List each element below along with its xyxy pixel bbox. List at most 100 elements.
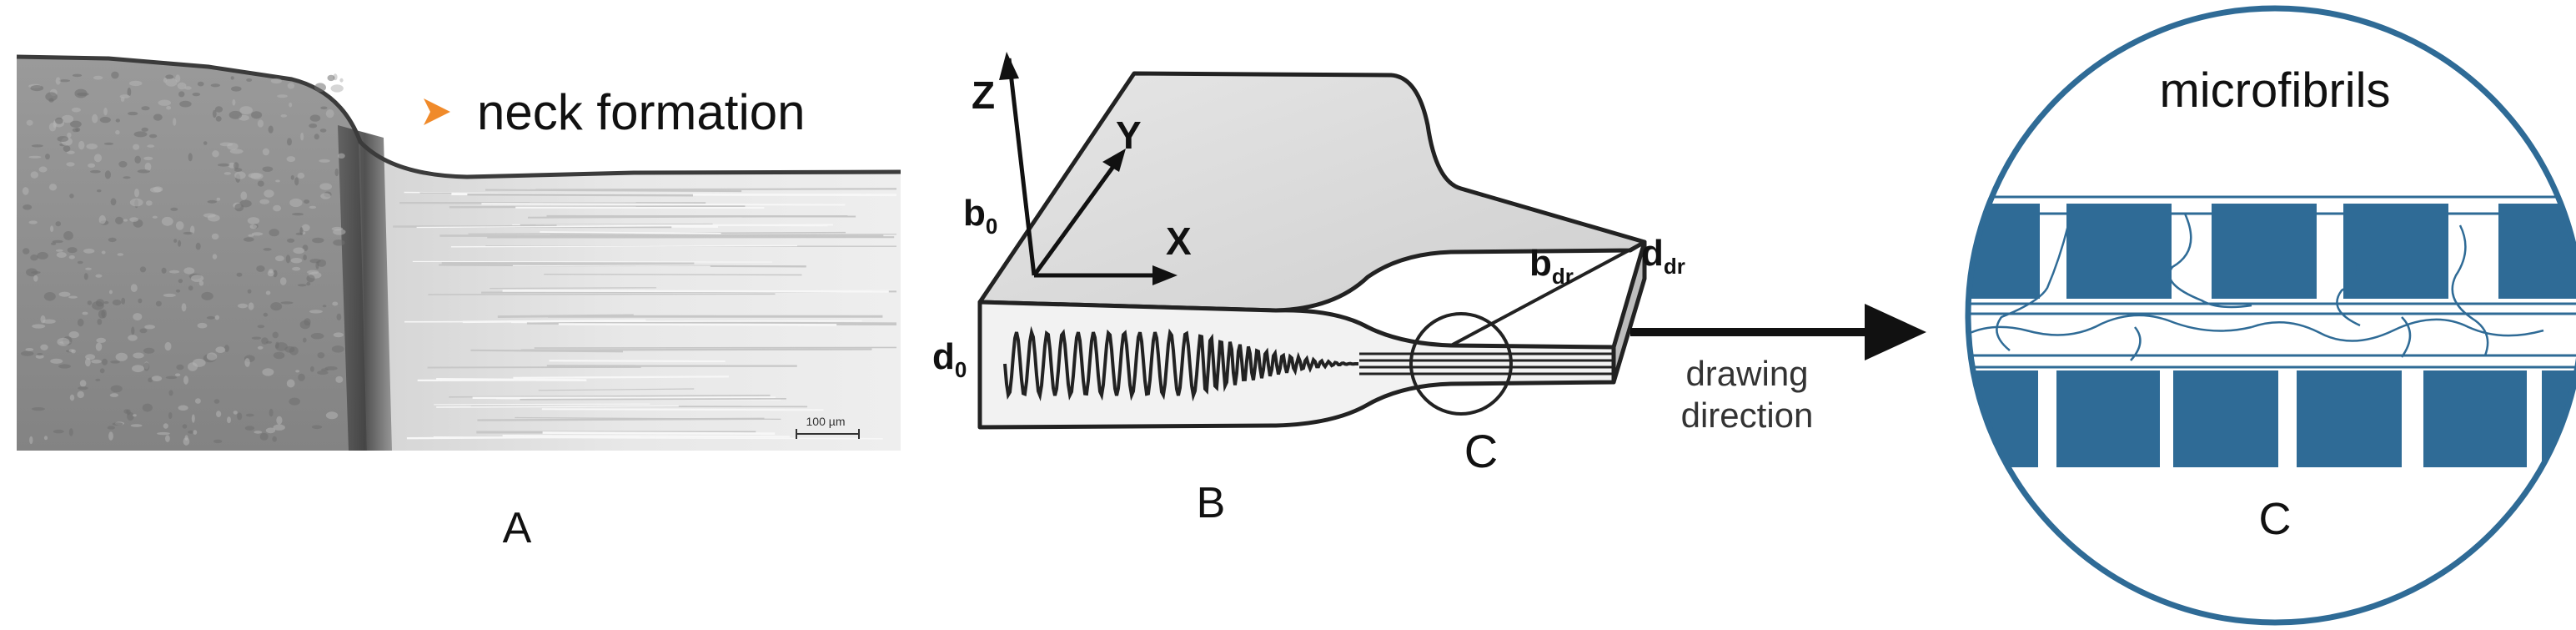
texture-speck [133,414,137,417]
texture-speck [203,141,208,145]
texture-speck [257,119,264,128]
specimen-top-edge [1450,240,1645,347]
texture-speck [96,337,106,343]
texture-speck [188,153,193,162]
texture-speck [107,426,115,430]
texture-speck [212,254,218,260]
texture-speck [191,414,195,423]
texture-speck [132,365,144,373]
neck-boundary [338,125,392,451]
texture-speck [264,189,274,198]
texture-speck [273,270,278,278]
drawn-thickness-label: ddr [1641,233,1685,279]
texture-speck [236,272,243,277]
texture-speck [32,324,46,329]
texture-speck [95,299,105,307]
texture-speck [22,187,29,195]
texture-speck [178,279,183,284]
texture-speck [56,252,67,258]
texture-speck [309,205,317,209]
texture-speck [104,170,111,179]
fiber-streak [412,260,772,263]
fiber-streak [416,225,677,229]
drawing-direction-arrow: drawing direction [1630,304,1926,435]
fiber-streak [450,244,798,248]
texture-speck [115,352,128,361]
texture-speck [119,94,130,98]
texture-speck [246,78,253,82]
texture-speck [151,375,163,381]
texture-speck [188,362,198,371]
fiber-streak [406,436,640,440]
texture-speck [50,358,63,364]
fiber-streak [449,394,771,398]
texture-speck [303,337,307,343]
texture-speck [177,82,187,90]
texture-speck [141,106,150,111]
texture-speck [309,259,321,264]
texture-speck [164,341,172,351]
texture-speck [212,109,217,118]
texture-speck [295,370,300,373]
fibril-guide-lines [1968,195,2576,369]
texture-speck [289,397,301,406]
texture-speck [97,189,102,193]
texture-speck [251,336,262,340]
texture-speck [286,156,296,163]
texture-speck [69,194,74,199]
texture-speck [339,78,344,83]
fiber-streak [538,388,695,391]
texture-speck [215,116,222,122]
texture-speck [121,297,126,305]
texture-speck [118,161,128,168]
fiber-streak [467,193,694,197]
initial-width-label: b0 [963,193,997,239]
texture-speck [155,300,162,307]
texture-speck [55,221,62,227]
fiber-streak [485,189,742,193]
fiber-streak [534,346,897,349]
texture-speck [214,106,223,113]
texture-speck [286,379,295,388]
texture-speck [145,200,153,206]
drawn-width-label: bdr [1529,243,1574,289]
texture-speck [86,144,98,149]
texture-speck [210,83,220,88]
panel-c-label: C [2259,494,2292,544]
texture-speck [109,393,118,397]
texture-speck [244,358,250,367]
texture-speck [163,423,168,429]
texture-speck [239,106,254,115]
texture-speck [179,100,192,108]
arrow-head-icon [1865,304,1926,360]
microfibrils-label: microfibrils [2159,63,2390,118]
texture-speck [67,150,75,154]
texture-speck [130,284,138,292]
texture-speck [108,431,113,441]
texture-speck [68,295,78,299]
texture-speck [77,391,84,399]
texture-speck [311,425,323,430]
texture-speck [58,364,71,369]
texture-speck [178,91,185,98]
texture-speck [147,144,155,148]
texture-speck [57,337,70,346]
texture-speck [227,416,231,424]
texture-speck [175,221,184,230]
texture-speck [43,436,48,441]
texture-speck [295,232,304,235]
texture-speck [28,220,38,224]
texture-speck [137,169,150,174]
fiber-streak [541,408,824,411]
texture-speck [273,204,282,212]
texture-speck [257,345,264,350]
texture-speck [192,93,201,97]
texture-speck [144,162,152,172]
texture-speck [55,117,63,124]
texture-speck [131,326,135,335]
texture-speck [193,430,198,435]
texture-speck [117,253,124,256]
texture-speck [110,198,117,206]
texture-speck [165,435,170,442]
texture-speck [30,85,44,92]
